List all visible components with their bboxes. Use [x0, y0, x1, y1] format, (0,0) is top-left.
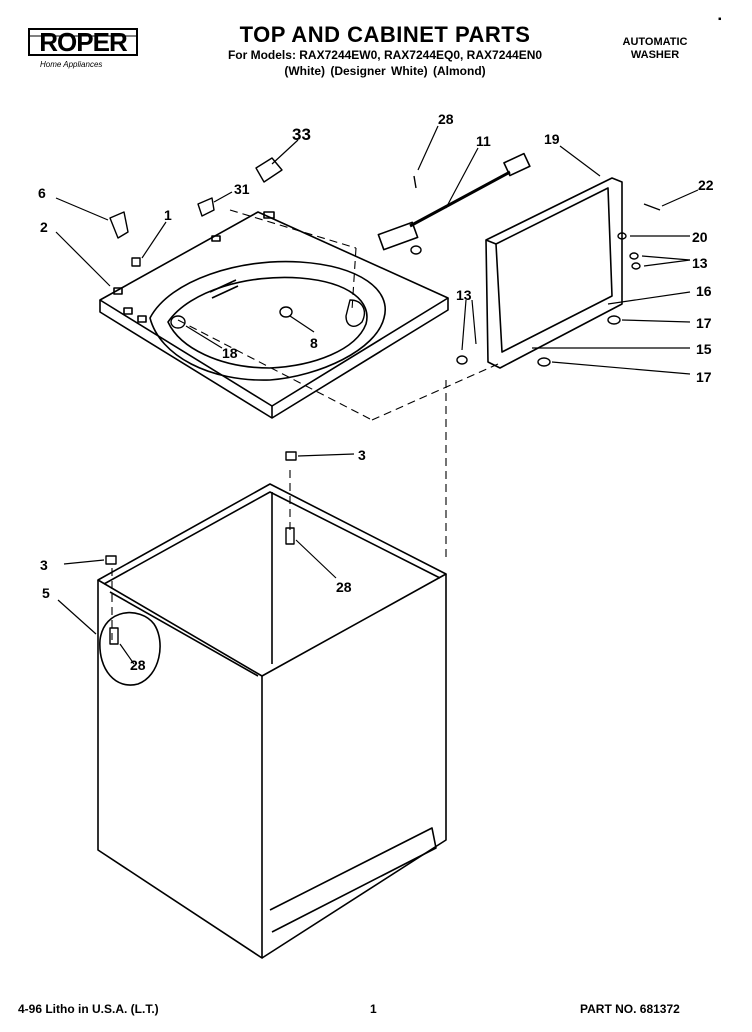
callout-6: 6 [38, 185, 46, 201]
brand-subtitle: Home Appliances [40, 60, 103, 69]
callout-28-middle: 28 [336, 579, 352, 595]
callout-16: 16 [696, 283, 712, 299]
litho-note: 4-96 Litho in U.S.A. (L.T.) [18, 1002, 159, 1016]
assembly-guide-lines [111, 209, 499, 640]
models-line: For Models: RAX7244EW0, RAX7244EQ0, RAX7… [227, 48, 543, 62]
washer-cabinet [97, 483, 447, 959]
callout-20: 20 [692, 229, 708, 245]
callout-3-upper: 3 [358, 447, 366, 463]
page-number: 1 [370, 1002, 377, 1016]
colors-line: (White) (Designer White) (Almond) [284, 64, 486, 78]
callout-28-top: 28 [438, 111, 454, 127]
callout-13-right: 13 [692, 255, 708, 271]
callout-15: 15 [696, 341, 712, 357]
callout-18: 18 [222, 345, 238, 361]
washer-lid [485, 177, 623, 369]
page-title: TOP AND CABINET PARTS [239, 22, 531, 47]
callout-17-upper: 17 [696, 315, 712, 331]
leader-lines [55, 125, 699, 665]
small-parts [105, 157, 661, 645]
lid-switch-harness [377, 152, 531, 251]
washer-top-panel [99, 211, 449, 419]
callout-31: 31 [234, 181, 250, 197]
part-number: PART NO. 681372 [580, 1002, 680, 1016]
product-label: AUTOMATIC WASHER [622, 36, 688, 61]
callout-5: 5 [42, 585, 50, 601]
callout-labels: 33 28 11 19 22 6 1 31 2 20 13 16 13 17 1… [38, 111, 714, 673]
callout-22: 22 [698, 177, 714, 193]
brand-logo [28, 28, 138, 56]
callout-2: 2 [40, 219, 48, 235]
brand-name: ROPER [39, 27, 127, 57]
callout-19: 19 [544, 131, 560, 147]
callout-33: 33 [292, 125, 311, 144]
callout-1: 1 [164, 207, 172, 223]
corner-mark: ▪ [718, 14, 722, 25]
callout-11: 11 [476, 133, 491, 149]
logo-frame [28, 28, 138, 56]
callout-17-lower: 17 [696, 369, 712, 385]
callout-13-left: 13 [456, 287, 472, 303]
callout-8: 8 [310, 335, 318, 351]
callout-3-lower: 3 [40, 557, 48, 573]
callout-28-cabinet: 28 [130, 657, 146, 673]
